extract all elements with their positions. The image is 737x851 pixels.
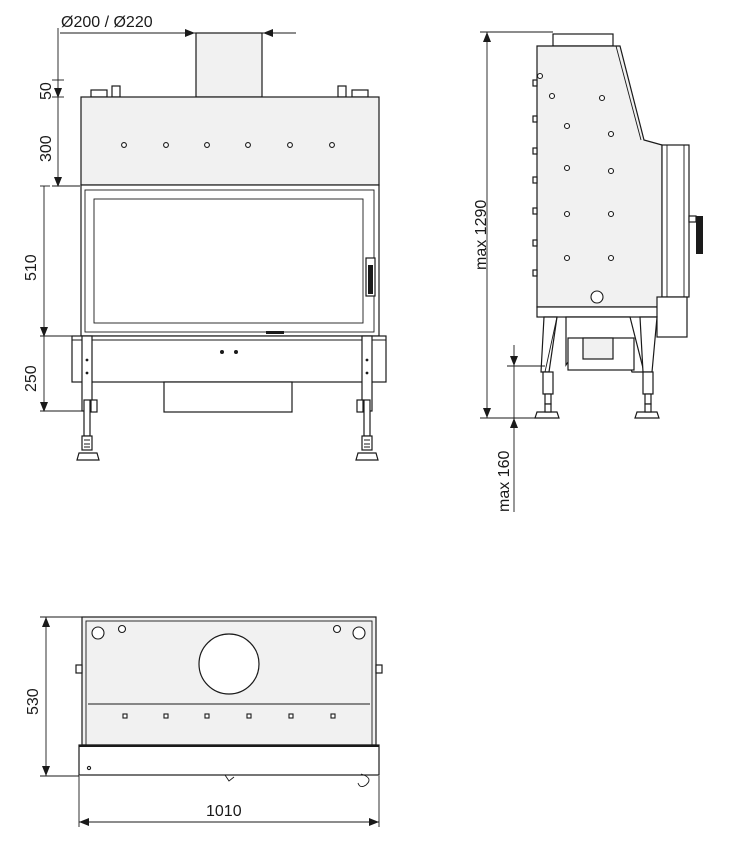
side-door — [661, 144, 690, 298]
top-stud — [337, 85, 347, 98]
foot-right — [355, 399, 379, 461]
flue-collar — [195, 32, 263, 98]
top-hole — [91, 626, 105, 640]
dim-250-label: 250 — [23, 365, 40, 392]
door-handle-grip — [368, 265, 373, 294]
dim-max-1290-label: max 1290 — [473, 200, 490, 270]
side-door-handle — [696, 216, 703, 254]
top-stud — [90, 89, 108, 98]
foot-left — [76, 399, 100, 461]
glass-panel — [93, 198, 364, 324]
lower-frame — [71, 335, 387, 383]
side-flue-collar — [552, 33, 614, 47]
front-view: Ø200 / Ø220 50 300 510 250 — [23, 14, 387, 461]
top-flue-outlet — [198, 633, 260, 695]
dim-1010-label: 1010 — [206, 803, 242, 820]
side-body — [536, 45, 663, 308]
dim-50-label: 50 — [38, 82, 55, 100]
convection-chamber — [80, 96, 380, 186]
side-leg-front — [540, 316, 558, 373]
side-bolts — [536, 72, 615, 304]
dim-300-label: 300 — [38, 135, 55, 162]
dim-530-label: 530 — [25, 688, 42, 715]
top-stud — [111, 85, 121, 98]
side-view: max 1290 max 160 — [473, 31, 703, 512]
top-stud — [351, 89, 369, 98]
dim-max-160-label: max 160 — [496, 451, 513, 512]
door-frame — [80, 184, 380, 337]
top-view: 530 1010 — [25, 616, 383, 827]
side-foot-front — [534, 371, 560, 419]
door-latch — [266, 331, 284, 334]
dim-510-label: 510 — [23, 254, 40, 281]
flue-diameter-label: Ø200 / Ø220 — [61, 14, 153, 31]
top-front-frame — [78, 744, 380, 776]
side-foot-rear — [634, 371, 660, 419]
side-tabs — [532, 79, 538, 277]
ash-box — [163, 381, 293, 413]
top-bolts — [122, 713, 336, 719]
chamber-bolts — [121, 142, 335, 148]
